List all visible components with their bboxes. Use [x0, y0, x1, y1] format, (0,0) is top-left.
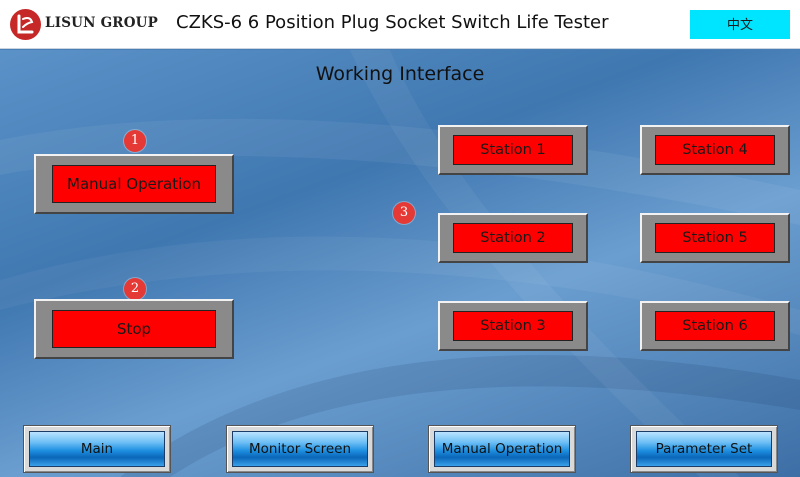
- station-6-button[interactable]: Station 6: [640, 301, 790, 351]
- manual-operation-button[interactable]: Manual Operation: [34, 154, 234, 214]
- nav-main-label: Main: [29, 431, 165, 467]
- nav-manual-operation-label: Manual Operation: [434, 431, 570, 467]
- nav-main-button[interactable]: Main: [23, 425, 171, 473]
- nav-monitor-screen-button[interactable]: Monitor Screen: [226, 425, 374, 473]
- nav-manual-operation-button[interactable]: Manual Operation: [428, 425, 576, 473]
- station-2-label: Station 2: [453, 223, 573, 253]
- station-5-label: Station 5: [655, 223, 775, 253]
- station-3-label: Station 3: [453, 311, 573, 341]
- station-6-label: Station 6: [655, 311, 775, 341]
- app-title: CZKS-6 6 Position Plug Socket Switch Lif…: [176, 12, 609, 33]
- station-5-button[interactable]: Station 5: [640, 213, 790, 263]
- station-1-button[interactable]: Station 1: [438, 125, 588, 175]
- badge-3: 3: [393, 202, 415, 224]
- stop-button[interactable]: Stop: [34, 299, 234, 359]
- brand-logo: LISUN GROUP: [10, 9, 158, 41]
- nav-monitor-screen-label: Monitor Screen: [232, 431, 368, 467]
- language-toggle-button[interactable]: 中文: [690, 10, 790, 39]
- station-3-button[interactable]: Station 3: [438, 301, 588, 351]
- background-swoosh: [0, 50, 800, 477]
- station-1-label: Station 1: [453, 135, 573, 165]
- working-interface-panel: Working Interface 1 Manual Operation 2 S…: [0, 50, 800, 477]
- nav-parameter-set-button[interactable]: Parameter Set: [630, 425, 778, 473]
- manual-operation-label: Manual Operation: [52, 165, 216, 203]
- badge-1: 1: [124, 130, 146, 152]
- stop-label: Stop: [52, 310, 216, 348]
- app-header: LISUN GROUP CZKS-6 6 Position Plug Socke…: [0, 0, 800, 49]
- station-4-label: Station 4: [655, 135, 775, 165]
- lisun-logo-icon: [10, 9, 41, 40]
- station-2-button[interactable]: Station 2: [438, 213, 588, 263]
- screen-title: Working Interface: [315, 63, 485, 85]
- station-4-button[interactable]: Station 4: [640, 125, 790, 175]
- nav-parameter-set-label: Parameter Set: [636, 431, 772, 467]
- badge-2: 2: [124, 278, 146, 300]
- logo-text: LISUN GROUP: [45, 15, 159, 31]
